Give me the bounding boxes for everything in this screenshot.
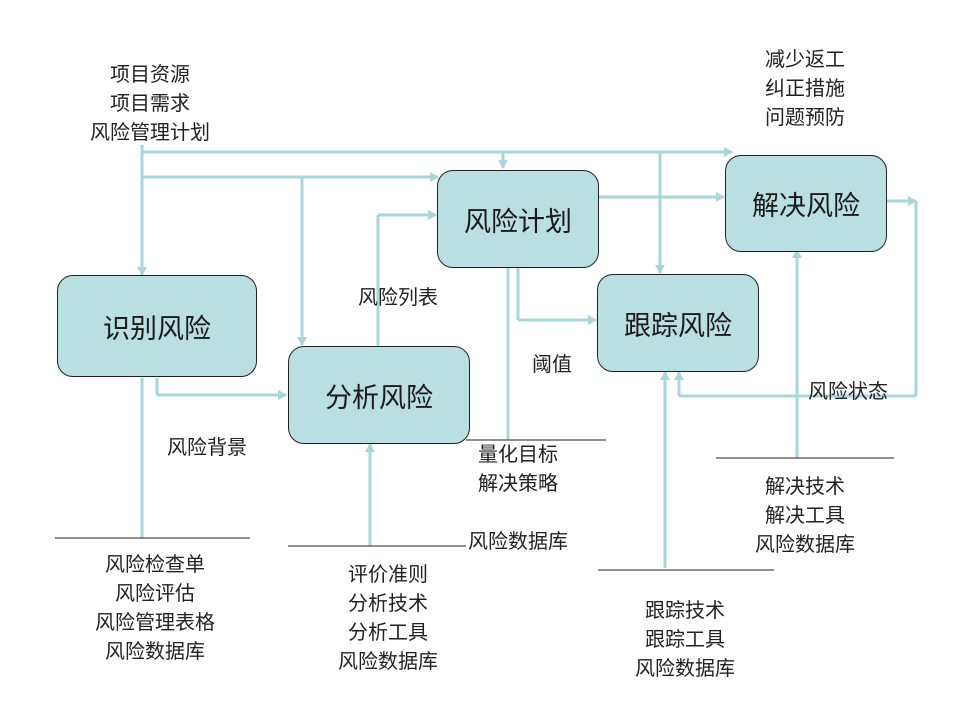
input-item: 风险检查单	[105, 552, 205, 576]
input-item: 风险数据库	[755, 532, 855, 556]
input-item: 风险评估	[115, 581, 195, 605]
risk-list-label: 风险列表	[358, 285, 438, 309]
output-item: 问题预防	[765, 105, 845, 129]
input-item: 分析工具	[348, 620, 428, 644]
analyze-inputs: 评价准则 分析技术 分析工具 风险数据库	[313, 560, 463, 676]
output-item: 纠正措施	[765, 76, 845, 100]
analyze-risk-box: 分析风险	[288, 346, 470, 444]
output-item: 减少返工	[765, 47, 845, 71]
risk-status-label: 风险状态	[808, 379, 888, 403]
top-right-outputs: 减少返工 纠正措施 问题预防	[740, 45, 870, 132]
identify-risk-box: 识别风险	[57, 275, 257, 377]
input-item: 解决工具	[765, 503, 845, 527]
input-item: 跟踪技术	[645, 598, 725, 622]
track-risk-box: 跟踪风险	[597, 274, 759, 372]
risk-background-label: 风险背景	[167, 435, 247, 459]
input-item: 风险数据库	[338, 649, 438, 673]
input-item: 评价准则	[348, 562, 428, 586]
top-left-inputs: 项目资源 项目需求 风险管理计划	[75, 60, 225, 147]
input-item	[443, 498, 593, 527]
input-item: 跟踪工具	[645, 627, 725, 651]
identify-inputs: 风险检查单 风险评估 风险管理表格 风险数据库	[70, 550, 240, 666]
input-item: 项目需求	[110, 91, 190, 115]
threshold-label: 阈值	[532, 352, 572, 376]
plan-inputs: 量化目标 解决策略 风险数据库	[443, 440, 593, 556]
input-item: 风险数据库	[468, 529, 568, 553]
input-item: 风险管理计划	[90, 120, 210, 144]
input-item: 风险数据库	[635, 656, 735, 680]
input-item: 分析技术	[348, 591, 428, 615]
input-item: 量化目标	[478, 442, 558, 466]
input-item: 解决技术	[765, 474, 845, 498]
resolve-risk-box: 解决风险	[725, 155, 887, 252]
input-item: 风险数据库	[105, 639, 205, 663]
input-item: 项目资源	[110, 62, 190, 86]
input-item: 风险管理表格	[95, 610, 215, 634]
risk-plan-box: 风险计划	[437, 170, 599, 268]
track-inputs: 跟踪技术 跟踪工具 风险数据库	[610, 596, 760, 683]
resolve-inputs: 解决技术 解决工具 风险数据库	[730, 472, 880, 559]
input-item: 解决策略	[478, 471, 558, 495]
